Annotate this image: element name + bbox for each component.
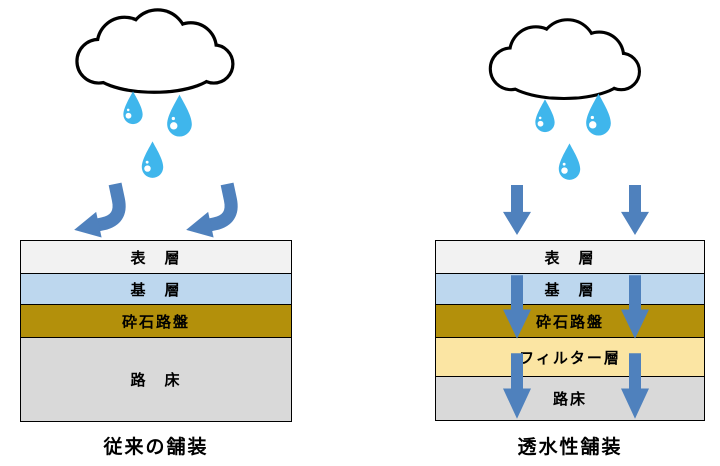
conventional-layer-stack: 表 層基 層砕石路盤路 床 (20, 240, 292, 422)
conventional-caption: 従来の舗装 (103, 436, 209, 458)
down-arrow-icon (503, 353, 531, 419)
layer-crushed-stone-roadbed: 砕石路盤 (435, 304, 705, 338)
down-arrow-icon (621, 275, 649, 339)
runoff-arrow-icon (74, 182, 126, 238)
layer-label: 基 層 (544, 280, 596, 299)
layer-base-course: 基 層 (435, 273, 705, 305)
down-arrow-icon (503, 184, 531, 236)
layer-filter-layer: フィルター層 (435, 337, 705, 377)
raindrop-icon (558, 143, 581, 180)
layer-label: 基 層 (130, 280, 182, 299)
raindrop-icon (141, 141, 164, 178)
layer-label: 表 層 (130, 248, 182, 267)
raindrop-icon (123, 91, 143, 125)
down-arrow-icon (621, 353, 649, 419)
layer-label: フィルター層 (519, 348, 621, 367)
down-arrow-icon (503, 275, 531, 339)
permeable-layer-stack: 表 層基 層砕石路盤フィルター層路床 (435, 240, 705, 421)
permeable-caption: 透水性舗装 (517, 436, 623, 458)
layer-label: 砕石路盤 (535, 312, 604, 331)
layer-label: 路床 (552, 390, 587, 408)
raindrop-icon (586, 93, 611, 136)
layer-surface-course: 表 層 (20, 240, 292, 274)
layer-label: 表 層 (544, 248, 596, 267)
layer-surface-course: 表 層 (435, 240, 705, 274)
cloud-icon (488, 18, 641, 101)
down-arrow-icon (621, 184, 649, 236)
layer-subgrade: 路 床 (20, 337, 292, 422)
raindrop-icon (167, 94, 192, 137)
layer-label: 砕石路盤 (121, 312, 190, 331)
layer-label: 路 床 (130, 371, 182, 389)
runoff-arrow-icon (186, 182, 238, 238)
layer-base-course: 基 層 (20, 273, 292, 305)
layer-subgrade: 路床 (435, 376, 705, 421)
cloud-icon (75, 8, 235, 94)
layer-crushed-stone-roadbed: 砕石路盤 (20, 304, 292, 338)
raindrop-icon (535, 99, 555, 133)
